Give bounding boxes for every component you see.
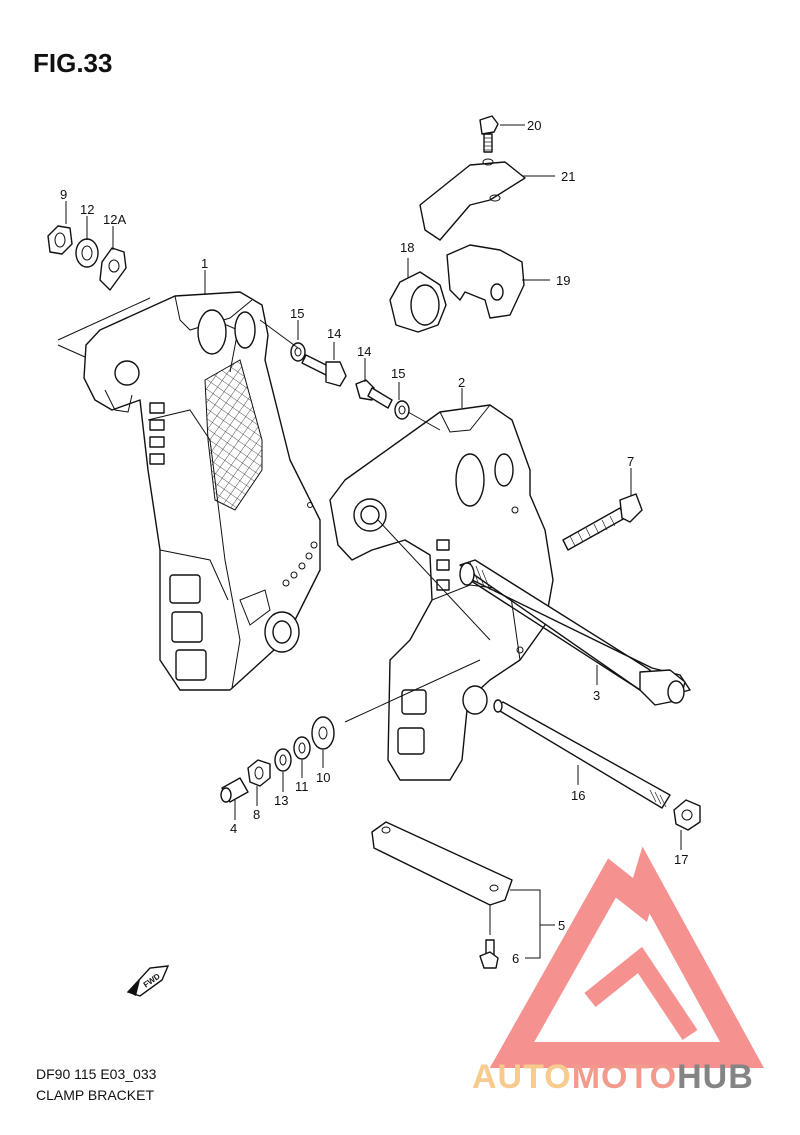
figure-name: CLAMP BRACKET xyxy=(36,1087,154,1103)
plate-21 xyxy=(419,158,526,241)
callout-16: 16 xyxy=(571,788,585,803)
callout-18: 18 xyxy=(400,240,414,255)
logo-hub-text: HUB xyxy=(677,1058,754,1096)
washer-10 xyxy=(311,716,335,750)
callout-5: 5 xyxy=(558,918,565,933)
nut-8 xyxy=(247,759,271,787)
callout-11: 11 xyxy=(295,779,309,794)
logo-auto-text: AUTO xyxy=(472,1058,572,1096)
bolt-6 xyxy=(479,939,499,969)
callout-4: 4 xyxy=(230,821,237,836)
clamp-bracket-left xyxy=(83,291,321,691)
washer-15-lower xyxy=(394,400,410,420)
callout-14-upper: 14 xyxy=(327,326,341,341)
callout-15-upper: 15 xyxy=(290,306,304,321)
callout-17: 17 xyxy=(674,852,688,867)
callout-19: 19 xyxy=(556,273,570,288)
holder-19 xyxy=(446,244,525,319)
callout-15-lower: 15 xyxy=(391,366,405,381)
callout-6: 6 xyxy=(512,951,519,966)
logo-moto-text: MOTO xyxy=(572,1058,677,1096)
callout-14-lower: 14 xyxy=(357,344,371,359)
bolt-14-upper xyxy=(301,354,347,387)
figure-code: DF90 115 E03_033 xyxy=(36,1066,157,1082)
washer-11 xyxy=(293,736,311,760)
washer-12 xyxy=(75,238,99,268)
nut-17 xyxy=(673,799,701,831)
automotohub-logo: AUTOMOTOHUB xyxy=(472,846,764,1096)
fwd-arrow-icon: FWD xyxy=(126,965,170,997)
callout-labels: 1 2 3 4 5 6 7 8 9 10 11 12 12A 13 14 14 … xyxy=(60,118,688,966)
callout-20: 20 xyxy=(527,118,541,133)
callout-13: 13 xyxy=(274,793,288,808)
callout-2: 2 xyxy=(458,375,465,390)
callout-12a: 12A xyxy=(103,212,126,227)
bolt-20 xyxy=(479,115,499,153)
plate-5 xyxy=(371,821,513,906)
callout-8: 8 xyxy=(253,807,260,822)
bushing-18 xyxy=(389,271,447,333)
callout-12: 12 xyxy=(80,202,94,217)
callout-21: 21 xyxy=(561,169,575,184)
svg-text:AUTOMOTOHUB: AUTOMOTOHUB xyxy=(472,1058,754,1096)
callout-10: 10 xyxy=(316,770,330,785)
washer-15-upper xyxy=(290,342,306,362)
washer-13 xyxy=(274,748,292,772)
collar-4 xyxy=(220,777,249,803)
nut-9 xyxy=(47,225,73,255)
leader-lines xyxy=(57,124,682,959)
callout-3: 3 xyxy=(593,688,600,703)
callout-7: 7 xyxy=(627,454,634,469)
callout-1: 1 xyxy=(201,256,208,271)
washer-12a xyxy=(99,247,127,291)
bolt-14-lower xyxy=(355,379,393,409)
bolt-7 xyxy=(562,493,643,551)
lower-shaft xyxy=(493,699,671,809)
clamp-bracket-right xyxy=(329,404,554,781)
tilt-shaft xyxy=(459,559,691,706)
callout-9: 9 xyxy=(60,187,67,202)
figure-title: FIG.33 xyxy=(33,48,113,78)
